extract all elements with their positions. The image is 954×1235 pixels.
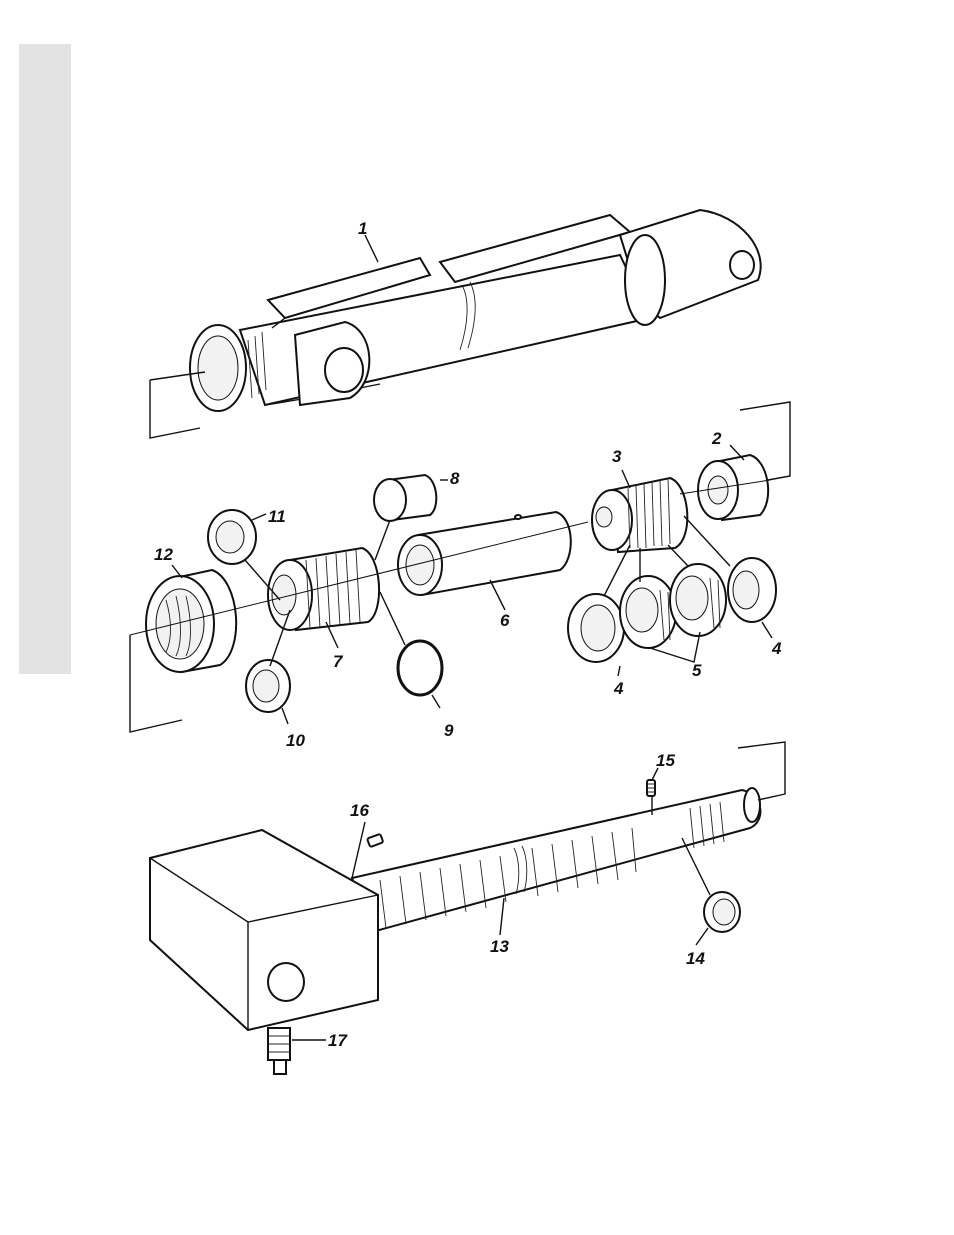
piston-rod-part-13	[352, 788, 760, 932]
rod-end-block	[150, 830, 378, 1030]
gland-nut-part-2	[698, 402, 790, 520]
callout-2: 2	[711, 429, 722, 448]
grease-fitting-part-17	[268, 1028, 290, 1074]
callout-1: 1	[358, 219, 367, 238]
callout-16: 16	[350, 801, 369, 820]
piston-part-7	[268, 548, 379, 630]
callout-9: 9	[444, 721, 454, 740]
callout-8: 8	[450, 469, 460, 488]
callout-14: 14	[686, 949, 705, 968]
callout-12: 12	[154, 545, 173, 564]
packing-rings-part-5	[620, 564, 726, 648]
bushing-part-8	[374, 475, 436, 521]
gland-part-3	[592, 478, 687, 552]
callout-7: 7	[333, 652, 344, 671]
wiper-seal-part-4-right	[728, 558, 776, 622]
callout-5: 5	[692, 661, 702, 680]
spacer-tube-part-6	[398, 512, 571, 595]
seal-part-14	[704, 892, 740, 932]
callout-4b: 4	[771, 639, 782, 658]
callout-3: 3	[612, 447, 622, 466]
piston-nut-part-12	[146, 570, 236, 672]
callout-10: 10	[286, 731, 305, 750]
set-screw-part-16	[367, 834, 383, 847]
set-screw-part-15	[647, 780, 655, 796]
callout-17: 17	[328, 1031, 348, 1050]
o-ring-part-9	[398, 641, 442, 695]
callout-6: 6	[500, 611, 510, 630]
wiper-seal-part-4-left	[568, 594, 624, 662]
callout-13: 13	[490, 937, 509, 956]
seal-part-10	[246, 660, 290, 712]
cylinder-barrel-part-1	[150, 210, 761, 438]
callout-11: 11	[268, 507, 286, 526]
callout-4a: 4	[613, 679, 624, 698]
seal-part-11	[208, 510, 256, 564]
callout-15: 15	[656, 751, 675, 770]
